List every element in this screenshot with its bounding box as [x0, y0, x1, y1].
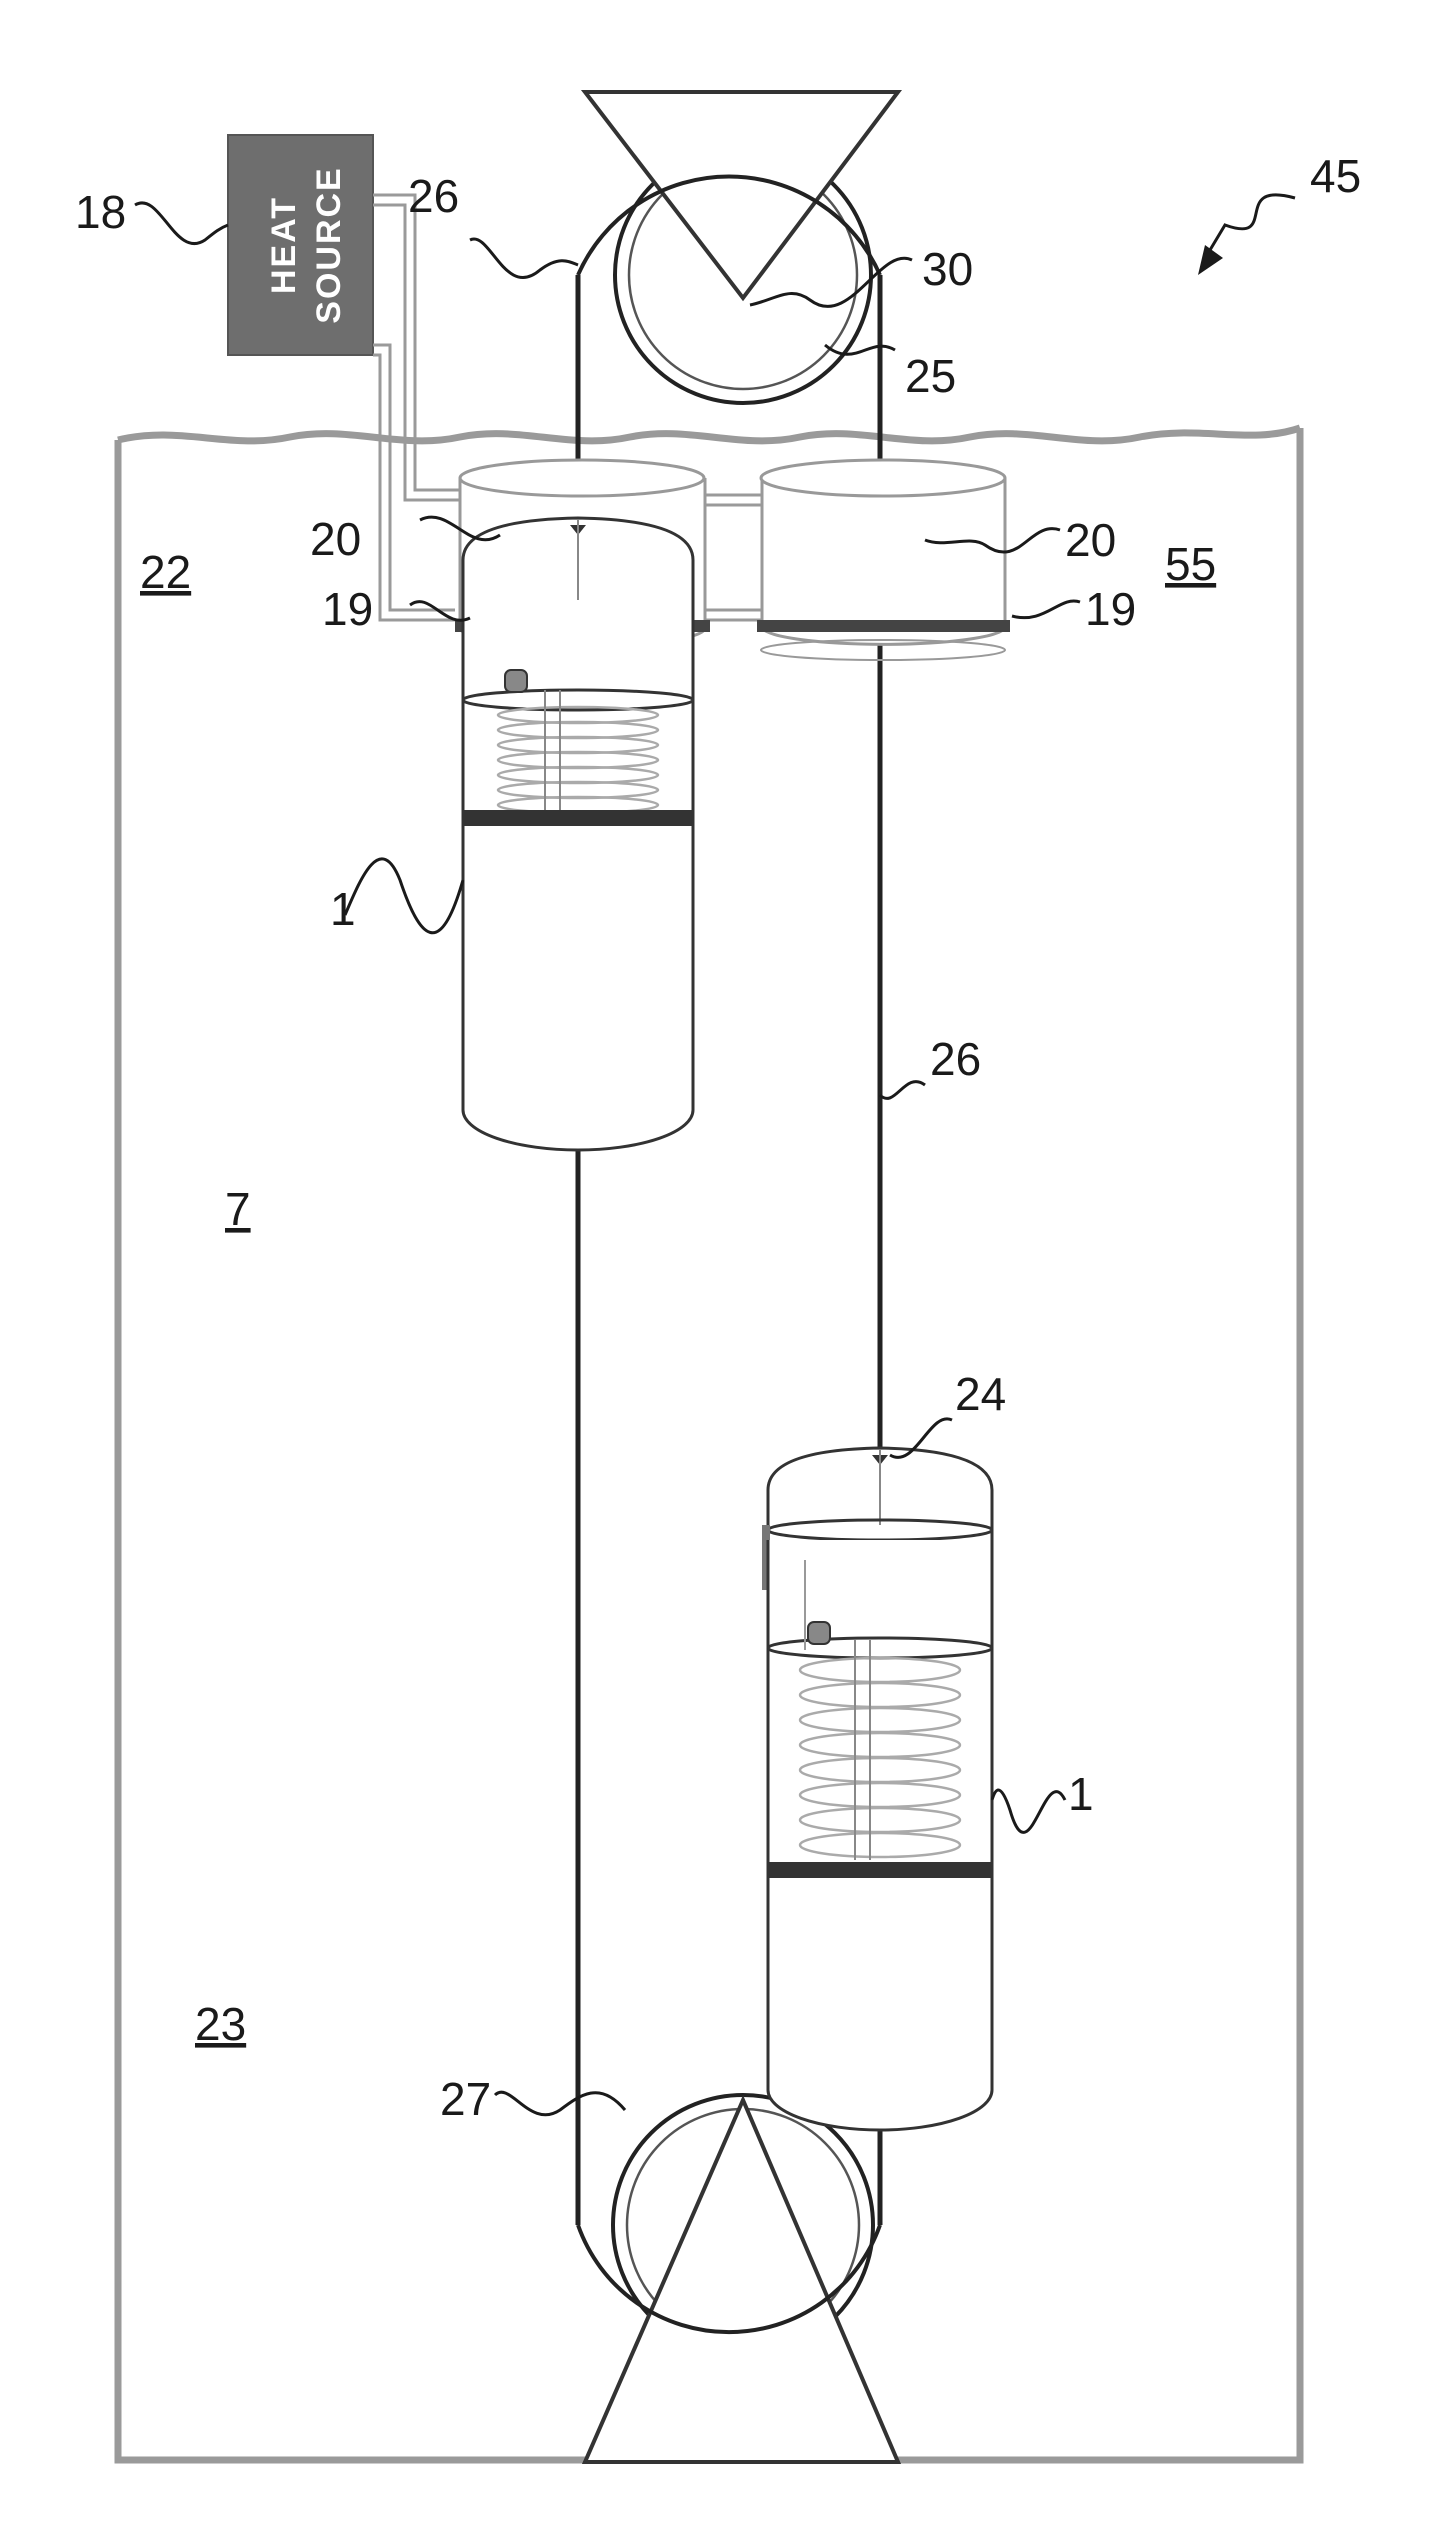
label-26-mid: 26 — [930, 1033, 981, 1085]
water-surface — [118, 428, 1300, 441]
label-26-top: 26 — [408, 170, 459, 222]
heat-source-line2: SOURCE — [310, 166, 348, 323]
label-55: 55 — [1165, 538, 1216, 590]
label-22: 22 — [140, 546, 191, 598]
leader-1-right — [992, 1790, 1065, 1832]
label-7: 7 — [225, 1183, 251, 1235]
label-19-left: 19 — [322, 583, 373, 635]
label-27: 27 — [440, 2073, 491, 2125]
label-1-right: 1 — [1068, 1768, 1094, 1820]
label-20-left: 20 — [310, 513, 361, 565]
label-19-right: 19 — [1085, 583, 1136, 635]
unit-left — [463, 518, 693, 1150]
label-24: 24 — [955, 1368, 1006, 1420]
upper-pulley — [585, 92, 898, 403]
leader-1-left — [345, 859, 463, 933]
leader-lines — [135, 195, 1295, 2115]
heat-source-line1: HEAT — [265, 196, 303, 294]
heat-source: HEAT SOURCE — [228, 135, 373, 355]
label-20-right: 20 — [1065, 514, 1116, 566]
label-45: 45 — [1310, 150, 1361, 202]
float-right — [757, 460, 1010, 660]
leader-27 — [495, 2092, 625, 2115]
leader-26-mid — [880, 1082, 925, 1099]
leader-26-top — [470, 239, 578, 278]
arrow-45 — [1198, 245, 1223, 275]
unit-right — [762, 1448, 992, 2130]
leader-45 — [1210, 195, 1295, 250]
leader-18 — [135, 203, 228, 244]
leader-19-right — [1012, 601, 1080, 618]
label-30: 30 — [922, 243, 973, 295]
label-18: 18 — [75, 186, 126, 238]
label-25: 25 — [905, 350, 956, 402]
label-1-left: 1 — [330, 883, 356, 935]
label-23: 23 — [195, 1998, 246, 2050]
